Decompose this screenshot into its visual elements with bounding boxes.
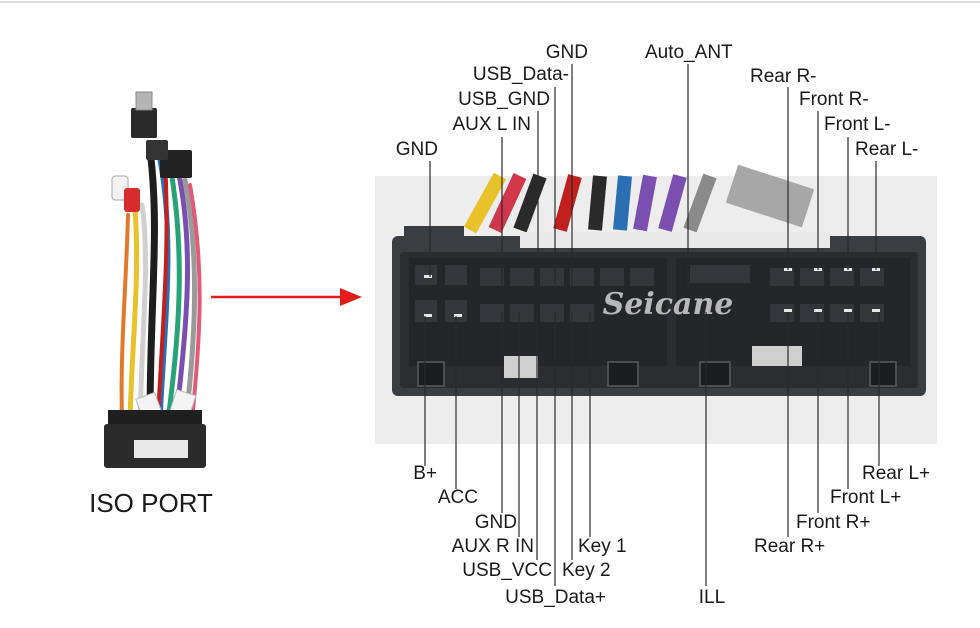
pin-label-usb-gnd: USB_GND <box>458 89 550 110</box>
pin-label-front-l-minus: Front L- <box>824 114 891 135</box>
top-pin-labels: GND AUX L IN USB_GND USB_Data- GND Auto_… <box>396 42 918 290</box>
pin-label-gnd-2: GND <box>546 42 588 63</box>
pin-label-usb-data-minus: USB_Data- <box>473 64 569 85</box>
pin-label-rear-l-minus: Rear L- <box>855 139 918 160</box>
pin-label-front-l-plus: Front L+ <box>830 487 901 508</box>
pin-label-front-r-plus: Front R+ <box>796 512 870 533</box>
connector-photo: Seicane <box>375 164 937 444</box>
pin-label-key-1: Key 1 <box>578 536 627 557</box>
pin-label-b-plus: B+ <box>413 463 437 484</box>
pin-label-ill: ILL <box>699 587 725 608</box>
pin-label-gnd: GND <box>396 139 438 160</box>
pin-label-gnd-bottom: GND <box>475 512 517 533</box>
pin-label-usb-data-plus: USB_Data+ <box>505 587 606 608</box>
iso-harness-image <box>104 91 206 468</box>
pin-label-rear-r-minus: Rear R- <box>750 66 817 87</box>
pin-label-rear-l-plus: Rear L+ <box>862 463 930 484</box>
bottom-pin-labels: B+ ACC GND AUX R IN USB_VCC USB_Data+ Ke… <box>413 312 930 608</box>
pin-label-aux-r-in: AUX R IN <box>452 536 534 557</box>
pin-label-auto-ant: Auto_ANT <box>645 42 733 63</box>
pin-label-rear-r-plus: Rear R+ <box>754 536 825 557</box>
pin-label-acc: ACC <box>438 487 478 508</box>
pin-label-key-2: Key 2 <box>562 560 611 581</box>
pin-label-usb-vcc: USB_VCC <box>462 560 552 581</box>
red-arrow <box>211 288 362 306</box>
watermark: Seicane <box>603 287 734 322</box>
iso-port-title: ISO PORT <box>89 488 213 518</box>
pin-label-front-r-minus: Front R- <box>799 89 869 110</box>
pin-label-aux-l-in: AUX L IN <box>453 114 532 135</box>
